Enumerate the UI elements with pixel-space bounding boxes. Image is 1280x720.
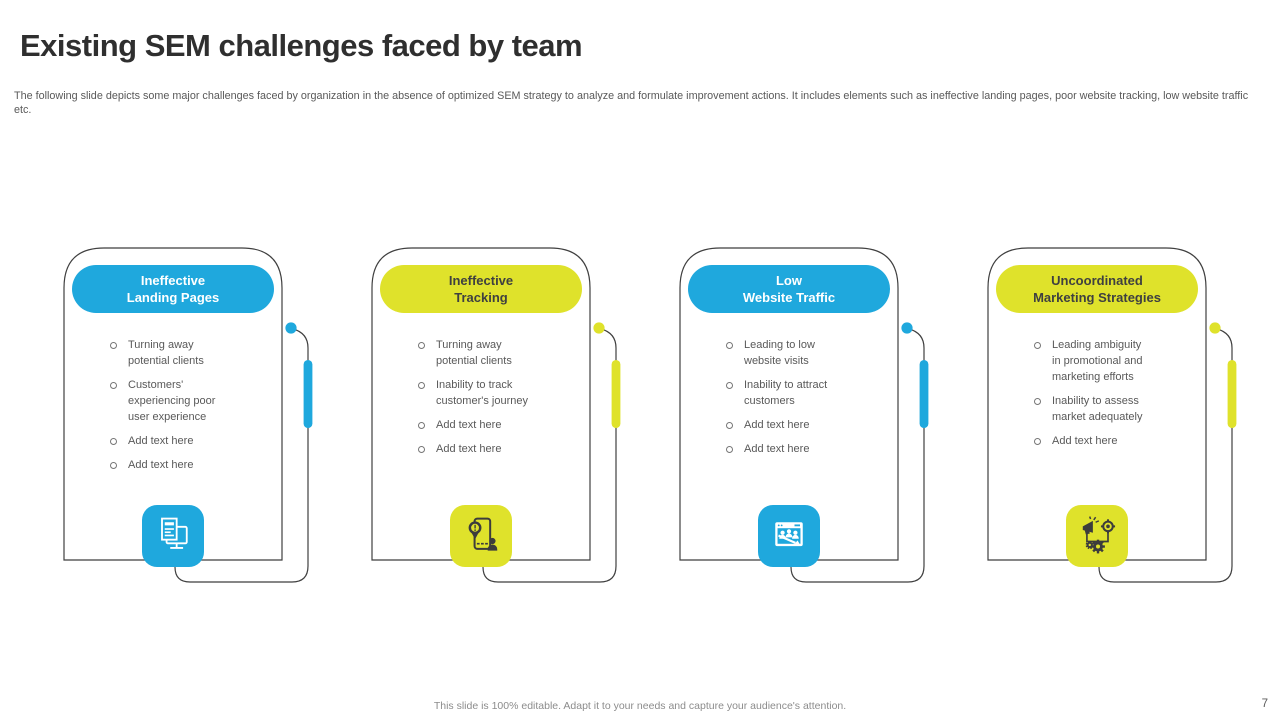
card-frame-decoration [63, 247, 313, 583]
accent-dot [901, 322, 913, 334]
challenge-card-ineffective-landing-pages: Ineffective Landing Pages Turning away p… [63, 247, 323, 597]
bullet-item: Add text here [109, 433, 227, 449]
bullet-item: Leading to low website visits [725, 337, 843, 369]
slide-description: The following slide depicts some major c… [14, 90, 1249, 116]
card-title-pill: Low Website Traffic [688, 265, 890, 313]
bullet-item: Inability to track customer's journey [417, 377, 535, 409]
card-title-pill: Uncoordinated Marketing Strategies [996, 265, 1198, 313]
card-frame-decoration [987, 247, 1237, 583]
card-bullet-list: Leading ambiguity in promotional and mar… [1033, 337, 1151, 457]
card-frame-decoration [371, 247, 621, 583]
bullet-item: Add text here [725, 417, 843, 433]
challenge-card-low-website-traffic: Low Website Traffic Leading to low websi… [679, 247, 939, 597]
bullet-item: Customers' experiencing poor user experi… [109, 377, 227, 425]
marketing-strategy-icon [1066, 505, 1128, 567]
bullet-item: Add text here [417, 417, 535, 433]
bullet-item: Add text here [725, 441, 843, 457]
footer-note: This slide is 100% editable. Adapt it to… [433, 700, 847, 712]
bullet-item: Turning away potential clients [109, 337, 227, 369]
bullet-item: Leading ambiguity in promotional and mar… [1033, 337, 1151, 385]
challenge-card-uncoordinated-marketing-strategies: Uncoordinated Marketing Strategies Leadi… [987, 247, 1247, 597]
bullet-item: Add text here [1033, 433, 1151, 449]
page-title: Existing SEM challenges faced by team [20, 28, 583, 63]
bullet-item: Add text here [417, 441, 535, 457]
accent-bar [611, 360, 621, 428]
card-title-pill: Ineffective Tracking [380, 265, 582, 313]
accent-bar [303, 360, 313, 428]
bullet-item: Add text here [109, 457, 227, 473]
accent-dot [285, 322, 297, 334]
landing-page-icon [142, 505, 204, 567]
accent-bar [919, 360, 929, 428]
website-traffic-icon [758, 505, 820, 567]
location-tracking-icon [450, 505, 512, 567]
accent-dot [593, 322, 605, 334]
bullet-item: Turning away potential clients [417, 337, 535, 369]
challenge-card-ineffective-tracking: Ineffective Tracking Turning away potent… [371, 247, 631, 597]
card-frame-decoration [679, 247, 929, 583]
bullet-item: Inability to attract customers [725, 377, 843, 409]
page-number: 7 [1261, 698, 1268, 710]
accent-dot [1209, 322, 1221, 334]
accent-bar [1227, 360, 1237, 428]
bullet-item: Inability to assess market adequately [1033, 393, 1151, 425]
card-title-pill: Ineffective Landing Pages [72, 265, 274, 313]
